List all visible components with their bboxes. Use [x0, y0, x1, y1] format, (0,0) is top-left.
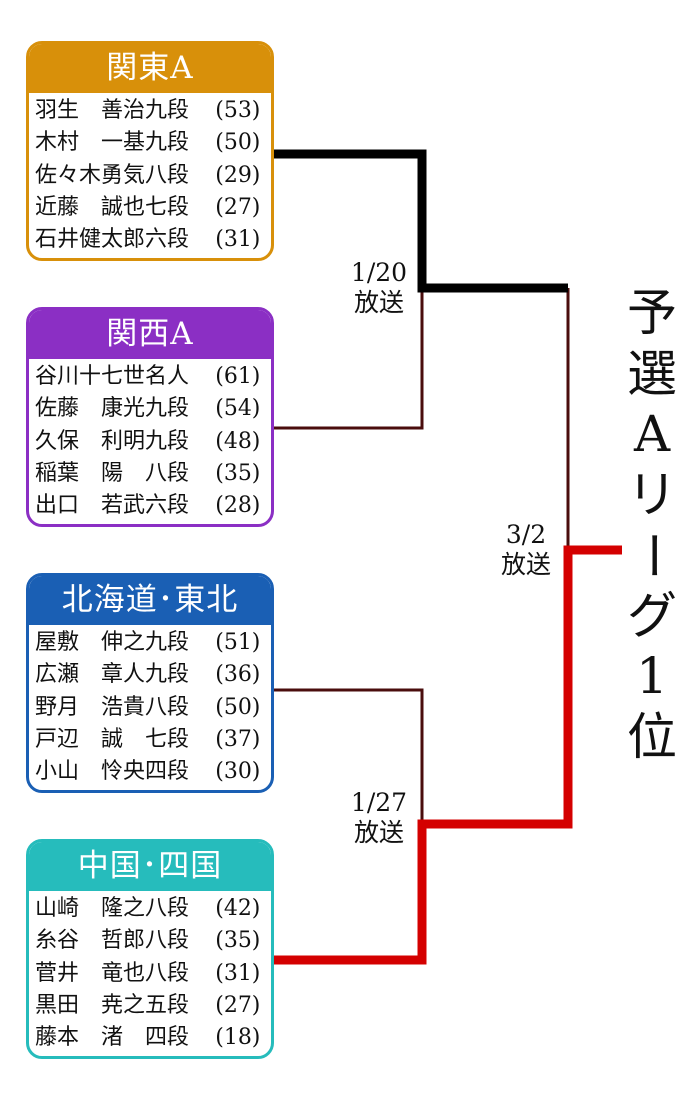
player-name: 広瀬 章人九段 — [35, 662, 190, 688]
player-age: (35) — [215, 460, 261, 486]
bracket-line-chugoku-win — [274, 545, 622, 965]
result-char: 位 — [627, 707, 677, 766]
player-row: 屋敷 伸之九段 (51) — [29, 627, 271, 659]
result-char: 1 — [636, 647, 668, 705]
team-box-kansai-a: 関西A 谷川十七世名人 (61) 佐藤 康光九段 (54) 久保 利明九段 (48) … — [26, 307, 274, 527]
player-age: (35) — [215, 928, 261, 954]
player-row: 谷川十七世名人 (61) — [29, 361, 271, 393]
player-name: 木村 一基九段 — [35, 130, 190, 156]
player-row: 木村 一基九段 (50) — [29, 127, 271, 159]
result-char: 予 — [627, 284, 677, 342]
player-row: 小山 怜央四段 (30) — [29, 756, 271, 788]
team-title: 関西A — [29, 310, 271, 359]
player-age: (51) — [215, 630, 261, 655]
player-name: 佐藤 康光九段 — [35, 396, 190, 422]
player-row: 黒田 尭之五段 (27) — [29, 990, 271, 1022]
match-date-final: 3/2 放送 — [484, 520, 568, 580]
result-char: ー — [623, 530, 682, 581]
team-box-kanto-a: 関東A 羽生 善治九段 (53) 木村 一基九段 (50) 佐々木勇気八段 (29) … — [26, 41, 274, 261]
player-name: 佐々木勇気八段 — [35, 162, 190, 188]
match-date: 3/2 — [505, 520, 547, 549]
match-broadcast-label: 放送 — [353, 288, 404, 317]
player-name: 黒田 尭之五段 — [35, 992, 190, 1018]
player-name: 稲葉 陽 八段 — [35, 460, 190, 486]
player-row: 山崎 隆之八段 (42) — [29, 893, 271, 925]
player-age: (27) — [215, 992, 261, 1018]
player-list: 山崎 隆之八段 (42) 糸谷 哲郎八段 (35) 菅井 竜也八段 (31) 黒田 尭… — [29, 891, 271, 1054]
player-age: (42) — [215, 896, 261, 921]
player-row: 佐々木勇気八段 (29) — [29, 160, 271, 192]
match-broadcast-label: 放送 — [353, 818, 404, 847]
player-name: 野月 浩貴八段 — [35, 694, 190, 720]
match-date: 1/20 — [350, 258, 408, 287]
player-row: 菅井 竜也八段 (31) — [29, 958, 271, 990]
player-age: (18) — [215, 1025, 261, 1051]
player-row: 野月 浩貴八段 (50) — [29, 692, 271, 724]
player-name: 石井健太郎六段 — [35, 227, 190, 253]
player-list: 谷川十七世名人 (61) 佐藤 康光九段 (54) 久保 利明九段 (48) 稲葉 陽… — [29, 359, 271, 522]
team-box-chugoku-shikoku: 中国･四国 山崎 隆之八段 (42) 糸谷 哲郎八段 (35) 菅井 竜也八段 (31… — [26, 839, 274, 1059]
player-age: (50) — [215, 130, 261, 156]
player-row: 近藤 誠也七段 (27) — [29, 192, 271, 224]
player-row: 藤本 渚 四段 (18) — [29, 1022, 271, 1054]
player-age: (36) — [215, 662, 261, 688]
player-name: 戸辺 誠 七段 — [35, 726, 190, 752]
result-char: リ — [627, 465, 677, 524]
player-row: 稲葉 陽 八段 (35) — [29, 458, 271, 490]
match-broadcast-label: 放送 — [500, 550, 551, 579]
player-age: (53) — [215, 98, 261, 123]
player-name: 山崎 隆之八段 — [35, 896, 190, 921]
player-age: (50) — [215, 694, 261, 720]
player-age: (28) — [215, 493, 261, 519]
player-row: 羽生 善治九段 (53) — [29, 95, 271, 127]
result-char: グ — [627, 586, 677, 645]
team-title: 北海道･東北 — [29, 576, 271, 625]
player-age: (29) — [215, 162, 261, 188]
result-char: 選 — [627, 344, 677, 403]
player-name: 出口 若武六段 — [35, 493, 190, 519]
bracket-line-kanto-win — [274, 149, 568, 293]
player-age: (31) — [215, 227, 261, 253]
match-date: 1/27 — [350, 788, 408, 817]
player-row: 出口 若武六段 (28) — [29, 490, 271, 522]
player-row: 糸谷 哲郎八段 (35) — [29, 925, 271, 957]
player-name: 糸谷 哲郎八段 — [35, 928, 190, 954]
team-title: 関東A — [29, 44, 271, 93]
player-list: 羽生 善治九段 (53) 木村 一基九段 (50) 佐々木勇気八段 (29) 近藤 誠… — [29, 93, 271, 256]
player-row: 広瀬 章人九段 (36) — [29, 659, 271, 691]
player-name: 羽生 善治九段 — [35, 98, 190, 123]
player-age: (61) — [215, 364, 261, 389]
result-label: 予 選 A リ ー グ 1 位 — [612, 283, 692, 767]
team-title: 中国･四国 — [29, 842, 271, 891]
player-age: (54) — [215, 396, 261, 422]
player-name: 藤本 渚 四段 — [35, 1025, 190, 1051]
match-date-2: 1/27 放送 — [336, 788, 422, 848]
player-name: 菅井 竜也八段 — [35, 960, 190, 986]
result-char: A — [633, 405, 671, 463]
player-age: (30) — [215, 759, 261, 785]
bracket-line-hokkaido — [274, 688, 424, 824]
player-name: 屋敷 伸之九段 — [35, 630, 190, 655]
player-name: 久保 利明九段 — [35, 428, 190, 454]
player-age: (48) — [215, 428, 261, 454]
team-box-hokkaido-tohoku: 北海道･東北 屋敷 伸之九段 (51) 広瀬 章人九段 (36) 野月 浩貴八段 (5… — [26, 573, 274, 793]
player-row: 佐藤 康光九段 (54) — [29, 393, 271, 425]
player-age: (31) — [215, 960, 261, 986]
bracket-line-kansai — [274, 288, 424, 430]
player-name: 小山 怜央四段 — [35, 759, 190, 785]
player-row: 久保 利明九段 (48) — [29, 426, 271, 458]
player-row: 石井健太郎六段 (31) — [29, 224, 271, 256]
match-date-1: 1/20 放送 — [336, 258, 422, 318]
player-list: 屋敷 伸之九段 (51) 広瀬 章人九段 (36) 野月 浩貴八段 (50) 戸辺 誠… — [29, 625, 271, 788]
player-age: (37) — [215, 726, 261, 752]
player-age: (27) — [215, 194, 261, 220]
player-name: 近藤 誠也七段 — [35, 194, 190, 220]
player-row: 戸辺 誠 七段 (37) — [29, 724, 271, 756]
player-name: 谷川十七世名人 — [35, 364, 190, 389]
